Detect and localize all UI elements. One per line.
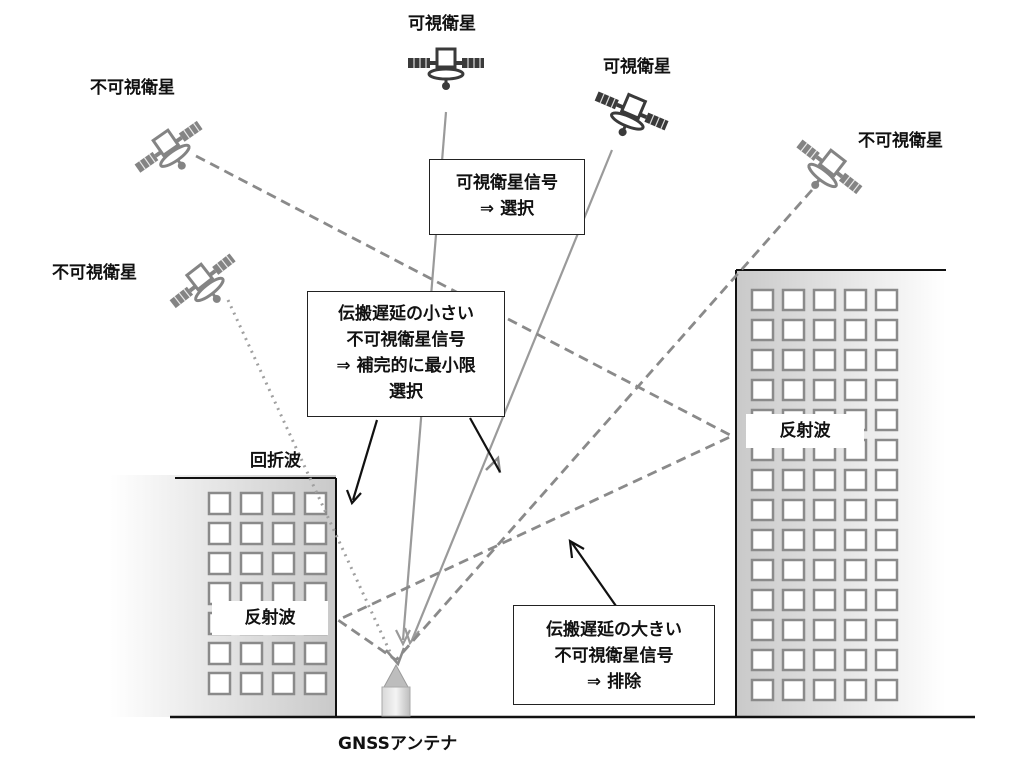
right-building-windows — [750, 288, 899, 702]
box-visible-line-2: ⇒ 選択 — [479, 199, 535, 219]
box-large-delay-line-3: ⇒ 排除 — [586, 672, 642, 692]
arrowhead-large-delay — [568, 538, 585, 559]
arrow-to-reflected — [469, 417, 501, 473]
satellite-icon-invisible-right — [781, 130, 870, 213]
gnss-antenna-icon — [381, 663, 411, 717]
satellite-icon-invisible-upper-left — [127, 112, 217, 193]
dashed-arrowheads — [385, 455, 502, 667]
box-visible-satellite-signal: 可視衛星信号 ⇒ 選択 — [429, 159, 585, 235]
label-diffraction-wave: 回折波 — [250, 451, 301, 471]
diffracted-signal-path — [226, 299, 392, 653]
arrow-to-diffraction — [351, 419, 379, 501]
label-reflected-wave-left: 反射波 — [212, 601, 328, 635]
visible-signal-arrowhead-2 — [403, 627, 420, 646]
label-gnss-antenna: GNSSアンテナ — [338, 734, 458, 754]
box-small-delay-line-2: 不可視衛星信号 — [346, 330, 466, 350]
satellite-icon-visible-1 — [406, 47, 486, 92]
box-small-delay-signal: 伝搬遅延の小さい 不可視衛星信号 ⇒ 補完的に最小限 選択 — [307, 291, 505, 417]
box-small-delay-line-3: ⇒ 補完的に最小限 — [336, 356, 476, 376]
satellite-icon-invisible-left — [162, 244, 251, 327]
reflected-arrowhead-antenna — [385, 647, 406, 667]
right-building — [735, 269, 946, 717]
box-large-delay-line-1: 伝搬遅延の大きい — [546, 620, 682, 640]
arrowhead-to-diffraction — [345, 489, 362, 506]
label-invisible-satellite-upper-left: 不可視衛星 — [90, 78, 175, 98]
box-small-delay-line-1: 伝搬遅延の小さい — [338, 304, 474, 324]
box-visible-line-1: 可視衛星信号 — [456, 173, 558, 193]
pointer-arrows — [345, 417, 617, 607]
label-reflected-wave-right: 反射波 — [746, 414, 864, 448]
box-large-delay-signal: 伝搬遅延の大きい 不可視衛星信号 ⇒ 排除 — [513, 605, 715, 705]
label-invisible-satellite-left: 不可視衛星 — [52, 263, 137, 283]
box-large-delay-line-2: 不可視衛星信号 — [554, 646, 674, 666]
reflected-signal-paths — [195, 154, 814, 662]
box-small-delay-line-4: 選択 — [389, 382, 423, 402]
satellite-icon-visible-2 — [584, 81, 674, 153]
reflected-path-upper-left-sat — [195, 154, 736, 662]
arrow-large-delay — [571, 542, 617, 607]
left-building — [110, 475, 337, 717]
label-visible-satellite-2: 可視衛星 — [603, 57, 671, 77]
label-visible-satellite-1: 可視衛星 — [408, 14, 476, 34]
reflected-arrowhead-mid — [485, 455, 502, 474]
label-invisible-satellite-right: 不可視衛星 — [858, 131, 943, 151]
dashed-path-upper-right-sat — [394, 189, 814, 661]
